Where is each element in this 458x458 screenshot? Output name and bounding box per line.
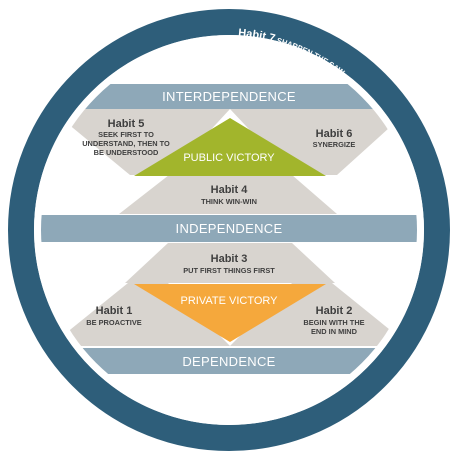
habit-6-title: Habit 6: [316, 128, 353, 140]
label-independence: INDEPENDENCE: [176, 221, 283, 236]
label-interdependence: INTERDEPENDENCE: [162, 89, 296, 104]
habit-4-shape: [119, 175, 337, 214]
habit-5-line-2: UNDERSTAND, THEN TO: [82, 139, 170, 148]
habit-5-line-3: BE UNDERSTOOD: [94, 148, 159, 157]
habit-4-line-1: THINK WIN-WIN: [201, 197, 257, 206]
habit-2-title: Habit 2: [316, 305, 353, 317]
label-dependence: DEPENDENCE: [182, 354, 275, 369]
public-victory-triangle: [134, 118, 326, 176]
habit-3-title: Habit 3: [211, 253, 248, 265]
band-dependence: [41, 348, 417, 374]
private-victory-triangle: [134, 284, 326, 342]
habit-5-line-1: SEEK FIRST TO: [98, 130, 154, 139]
habit-4-title: Habit 4: [211, 184, 249, 196]
habit-1-title: Habit 1: [96, 305, 133, 317]
habit-1-line-1: BE PROACTIVE: [86, 318, 142, 327]
habit-6-shape: [230, 109, 410, 175]
habit-2-line-1: BEGIN WITH THE: [303, 318, 364, 327]
habit-5-shape: [50, 109, 230, 175]
label-private-victory: PRIVATE VICTORY: [181, 295, 279, 307]
habit-1-shape: [50, 283, 230, 346]
band-independence: [41, 215, 417, 242]
habit-3-line-1: PUT FIRST THINGS FIRST: [183, 266, 275, 275]
habit-5-title: Habit 5: [108, 118, 145, 130]
habit-2-shape: [230, 283, 410, 346]
outer-ring: [8, 9, 450, 451]
habit-2-line-2: END IN MIND: [311, 327, 358, 336]
habit-6-line-1: SYNERGIZE: [313, 140, 356, 149]
label-public-victory: PUBLIC VICTORY: [183, 152, 275, 164]
habit-3-shape: [125, 243, 335, 283]
